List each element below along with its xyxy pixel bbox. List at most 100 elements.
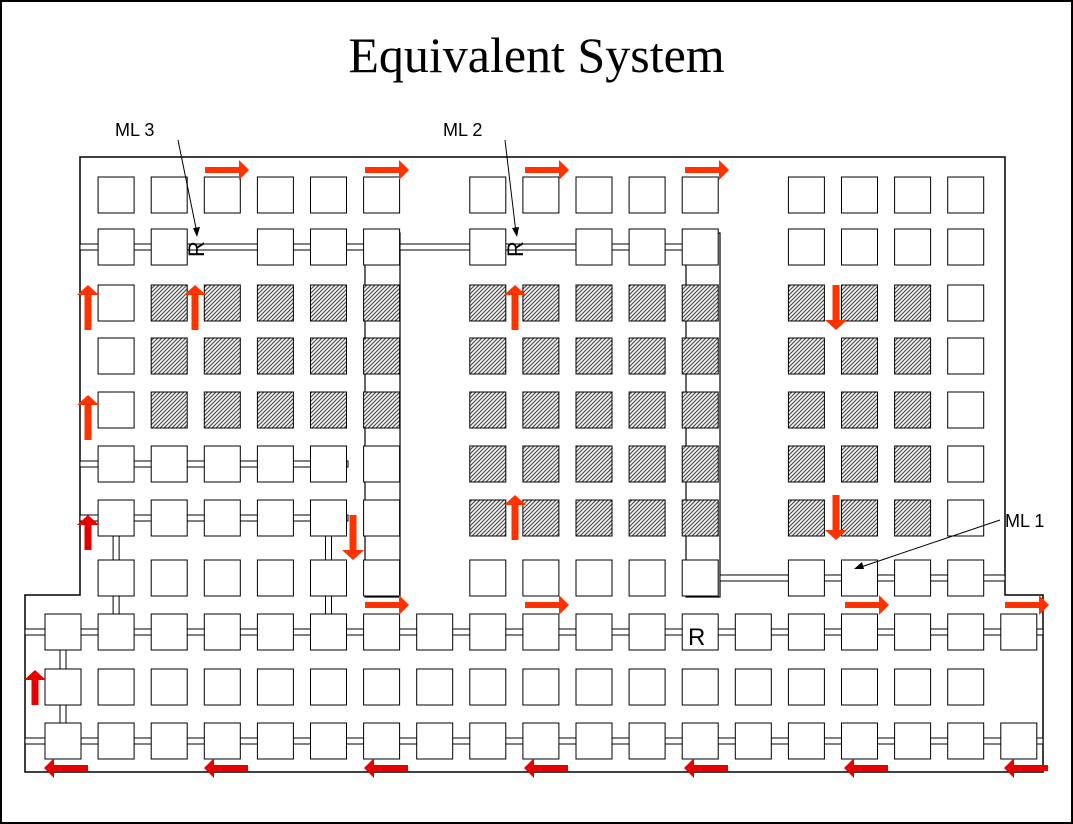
hatched-cell [628,499,666,537]
ml3-pointer-head [193,227,200,237]
label-ml2: ML 2 [443,120,519,237]
hatched-cell [203,337,241,375]
cell [97,228,135,266]
cell [575,228,613,266]
cell [363,176,401,214]
cell [628,613,666,651]
hatched-cell [787,284,825,322]
cell [681,668,719,706]
hatched-cell [203,391,241,429]
hatched-cell [522,284,560,322]
hatched-cell [310,337,347,375]
cell [734,722,772,760]
arrow-down-icon [825,495,847,540]
cell [1000,613,1038,651]
arrow-right-icon [845,595,889,615]
cell [310,499,347,537]
cell [256,445,294,483]
hatched-cell [575,391,613,429]
cell [522,668,560,706]
cell [469,722,507,760]
cell [469,176,507,214]
cell [894,668,932,706]
hatched-cell [894,284,932,322]
cell [947,445,985,483]
hatched-cell [628,337,666,375]
cell [150,499,188,537]
cell [203,722,241,760]
hatched-cell [150,284,188,322]
ml1-label: ML 1 [1005,511,1044,531]
arrow-up-icon [77,395,99,440]
hatched-cell [469,499,507,537]
cell [97,337,135,375]
label-ml1: ML 1 [854,511,1044,569]
cell [575,722,613,760]
cell [256,228,294,266]
cell [681,559,719,597]
cell [841,668,878,706]
cell [97,445,135,483]
ml1-pointer-head [854,562,864,569]
ml2-pointer [504,139,517,234]
flow-arrows [24,160,1049,778]
cell [44,722,82,760]
hatched-cell [310,284,347,322]
cell [363,445,401,483]
hatched-cell [256,337,294,375]
arrow-left-icon [684,758,728,778]
router-label-ml3: R [184,241,209,257]
cell [894,228,932,266]
cell [97,176,135,214]
hatched-cell [150,337,188,375]
cell [44,668,82,706]
arrow-left-icon [364,758,408,778]
ml2-pointer-head [512,227,519,237]
cell [256,668,294,706]
hatched-cell [575,445,613,483]
cell [787,668,825,706]
arrow-up-icon [184,285,206,330]
cell [575,176,613,214]
cell [947,337,985,375]
cell [787,176,825,214]
arrow-up-icon [24,670,46,705]
cell [681,722,719,760]
hatched-cell [575,337,613,375]
cell [256,176,294,214]
cell [310,668,347,706]
hatched-cell [628,284,666,322]
cell [628,668,666,706]
hatched-cell [469,337,507,375]
hatched-cell [894,499,932,537]
arrow-left-icon [524,758,568,778]
cell [628,722,666,760]
hatched-cell [522,337,560,375]
cell [522,176,560,214]
cell [947,176,985,214]
hatched-cell [681,499,719,537]
hatched-cell [575,284,613,322]
cell [150,559,188,597]
hatched-cell [894,445,932,483]
arrow-up-icon [504,495,526,540]
cell [734,668,772,706]
hatched-cell [363,337,401,375]
cell [97,284,135,322]
hatched-cell [469,391,507,429]
cell [363,499,401,537]
arrow-left-icon [844,758,888,778]
hatched-cell [363,391,401,429]
hatched-cell [681,445,719,483]
cell [44,613,82,651]
cell [416,668,454,706]
arrow-right-icon [525,160,569,180]
system-outline [24,156,1044,773]
cell [203,668,241,706]
cell [841,722,878,760]
cell [363,228,401,266]
cell [469,228,507,266]
cell [97,391,135,429]
cell [97,722,135,760]
